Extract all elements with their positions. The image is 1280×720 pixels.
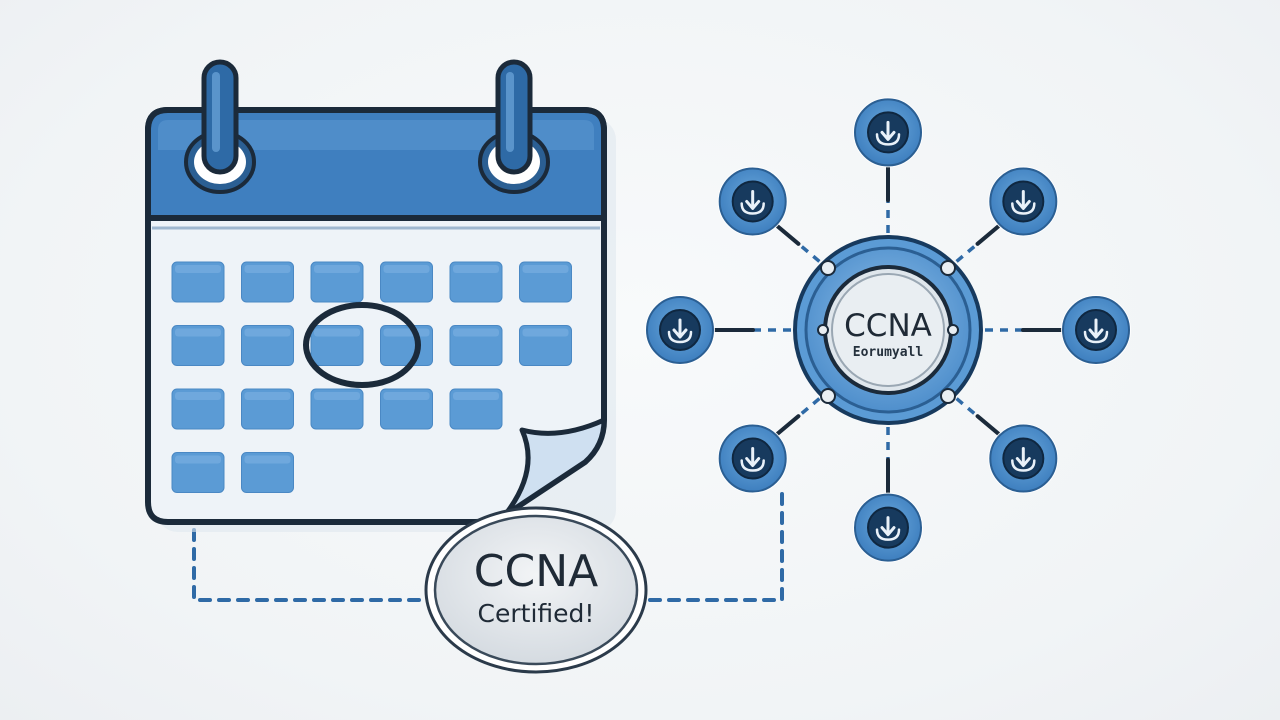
download-arrow-icon <box>740 189 765 215</box>
badge-subtitle: Certified! <box>478 599 595 628</box>
badge-title: CCNA <box>474 546 598 597</box>
dashed-connector-line <box>192 488 784 602</box>
calendar-day-cell-shine <box>453 392 499 400</box>
network-link-solid <box>975 224 1001 246</box>
network-link-solid <box>975 414 1001 436</box>
calendar-day-cell-shine <box>314 265 360 273</box>
calendar-day-cell-shine <box>522 265 569 273</box>
calendar-day-cell-shine <box>314 328 360 337</box>
network-link-solid <box>775 414 801 436</box>
calendar-day-cell-shine <box>453 265 499 273</box>
calendar-day-cell-shine <box>175 392 221 400</box>
calendar-day-cell-shine <box>314 392 360 400</box>
calendar-day-cell-shine <box>244 265 291 273</box>
calendar-day-grid <box>171 261 572 493</box>
network-link-solid <box>775 224 801 246</box>
network-node <box>717 166 788 237</box>
network-link-dashed <box>955 242 979 263</box>
hub-title: CCNA <box>844 308 932 344</box>
calendar-page-curl <box>502 417 607 518</box>
calendar-day-cell-shine <box>453 328 499 337</box>
calendar-day-cell-shine <box>175 265 221 273</box>
network-nodes <box>645 97 1131 563</box>
hub-subtitle: Eorumyall <box>853 345 923 360</box>
calendar-day-cell-shine <box>383 265 430 273</box>
download-arrow-icon <box>875 516 901 541</box>
download-arrow-icon <box>740 447 765 472</box>
network-node <box>645 295 715 365</box>
calendar-day-cell-shine <box>522 328 569 337</box>
certified-badge: CCNA Certified! <box>424 506 648 674</box>
network-link-dashed <box>797 242 821 263</box>
download-arrow-icon <box>1083 318 1109 344</box>
calendar-day-cell-shine <box>175 328 221 337</box>
network-node <box>853 492 923 563</box>
download-arrow-icon <box>1011 447 1036 472</box>
network-links <box>713 165 1063 495</box>
network-hub: CCNA Eorumyall <box>793 235 983 425</box>
network-node <box>1061 295 1131 365</box>
calendar-day-cell-shine <box>175 455 221 464</box>
calendar-day-cell-shine <box>383 392 430 400</box>
download-arrow-icon <box>875 120 901 146</box>
calendar-day-cell-shine <box>383 328 430 337</box>
network-node <box>853 97 923 168</box>
network-link-dashed <box>797 397 821 418</box>
download-arrow-icon <box>667 318 693 344</box>
calendar-icon <box>145 59 616 532</box>
network-diagram: CCNA Eorumyall <box>645 97 1131 563</box>
download-arrow-icon <box>1011 189 1036 215</box>
network-node <box>988 166 1059 237</box>
network-node <box>988 423 1059 494</box>
circled-date-highlight <box>303 302 421 388</box>
network-node <box>717 423 788 494</box>
calendar-day-cell-shine <box>244 455 291 464</box>
calendar-day-cell-shine <box>244 392 291 400</box>
network-link-dashed <box>955 397 979 418</box>
calendar-day-cell-shine <box>244 328 291 337</box>
